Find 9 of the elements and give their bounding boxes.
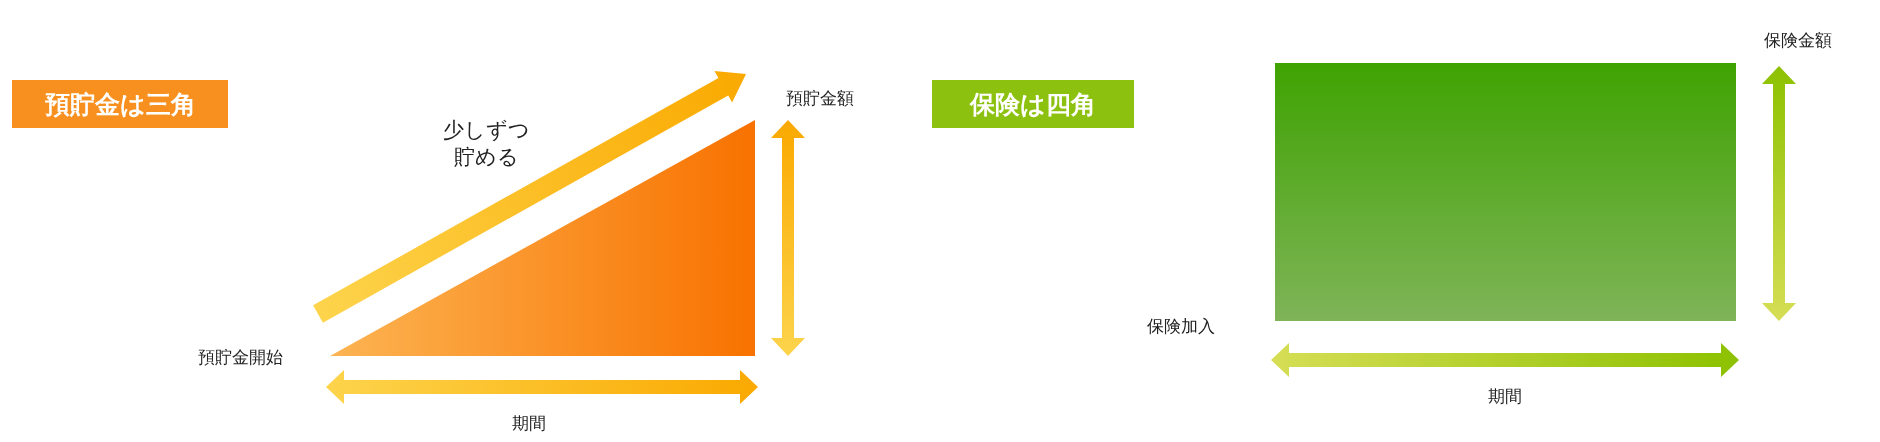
title-box: 保険は四角 — [932, 80, 1134, 128]
axis-label: 保険加入 — [1147, 315, 1215, 338]
axis-label: 期間 — [1488, 385, 1522, 408]
title-box: 預貯金は三角 — [12, 80, 228, 128]
annotation-text: 少しずつ貯める — [442, 116, 530, 171]
axis-label: 預貯金額 — [786, 87, 854, 110]
axis-label: 期間 — [512, 412, 546, 435]
axis-label: 預貯金開始 — [197, 346, 283, 369]
axis-label: 保険金額 — [1764, 29, 1832, 52]
